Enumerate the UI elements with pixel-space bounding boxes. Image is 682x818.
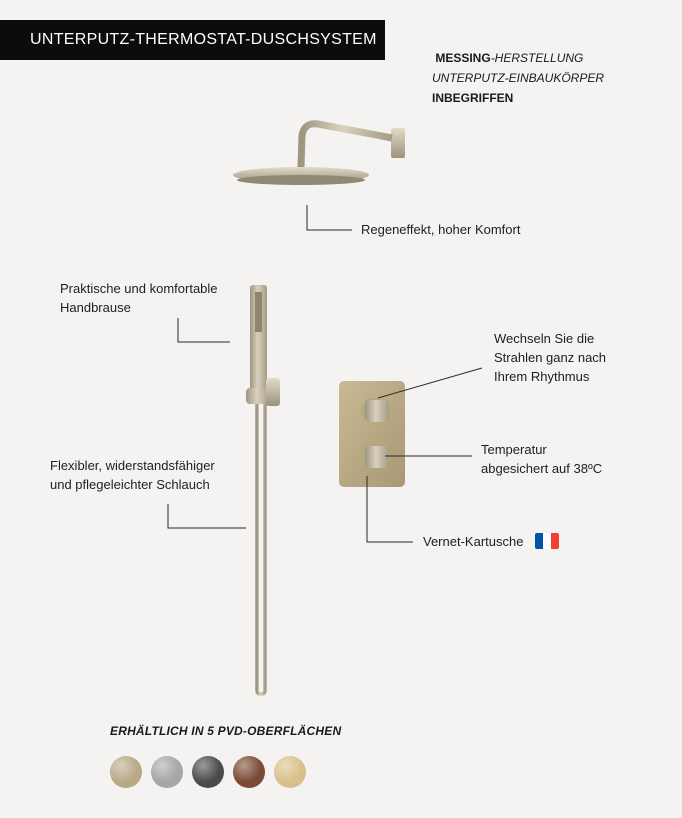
hand-shower — [246, 285, 280, 406]
feature-material-rest: -HERSTELLUNG — [490, 51, 584, 65]
temperature-label-line2: abgesichert auf 38ºC — [481, 461, 603, 476]
switch-label-line2: Strahlen ganz nach — [494, 350, 607, 365]
flag-stripe-white — [543, 533, 552, 549]
thermostat-panel — [339, 381, 405, 487]
feature-list: MESSING-HERSTELLUNG UNTERPUTZ-EINBAUKÖRP… — [432, 48, 604, 108]
switch-label-line3: Ihrem Rhythmus — [494, 369, 590, 384]
hose-label-line2: und pflegeleichter Schlauch — [50, 477, 210, 492]
swatch-champagne[interactable] — [110, 756, 142, 788]
feature-material: MESSING-HERSTELLUNG — [432, 48, 604, 68]
page-title: UNTERPUTZ-THERMOSTAT-DUSCHSYSTEM — [0, 20, 385, 60]
temperature-label-line1: Temperatur — [481, 442, 547, 457]
swatch-gold[interactable] — [274, 756, 306, 788]
shower-hose — [255, 404, 267, 696]
flag-stripe-red — [551, 533, 560, 549]
france-flag-icon — [535, 533, 560, 549]
temperature-label: Temperatur abgesichert auf 38ºC — [481, 440, 602, 478]
feature-material-bold: MESSING — [435, 51, 491, 65]
finish-swatches — [110, 756, 306, 788]
rain-leader — [306, 205, 352, 231]
swatch-graphite[interactable] — [192, 756, 224, 788]
hand-label: Praktische und komfortable Handbrause — [60, 279, 218, 317]
flag-stripe-blue — [535, 533, 544, 549]
feature-body: UNTERPUTZ-EINBAUKÖRPER — [432, 71, 605, 85]
page-title-text: UNTERPUTZ-THERMOSTAT-DUSCHSYSTEM — [30, 31, 377, 48]
shower-arm — [297, 120, 405, 169]
hose-label-line1: Flexibler, widerstandsfähiger — [50, 458, 215, 473]
switch-leader — [377, 367, 483, 399]
switch-label-line1: Wechseln Sie die — [494, 331, 595, 346]
rain-shower-head — [233, 167, 369, 185]
hand-label-line1: Praktische und komfortable — [60, 281, 218, 296]
hose-leader — [167, 504, 246, 529]
feature-included: INBEGRIFFEN — [432, 91, 514, 105]
rain-label: Regeneffekt, hoher Komfort — [361, 222, 521, 237]
hose-label: Flexibler, widerstandsfähiger und pflege… — [50, 456, 215, 494]
hand-leader — [177, 318, 230, 343]
finishes-title: ERHÄLTLICH IN 5 PVD-OBERFLÄCHEN — [110, 724, 342, 738]
hand-label-line2: Handbrause — [60, 300, 131, 315]
switch-label: Wechseln Sie die Strahlen ganz nach Ihre… — [494, 329, 606, 386]
swatch-copper[interactable] — [233, 756, 265, 788]
swatch-steel[interactable] — [151, 756, 183, 788]
cartridge-label-text: Vernet-Kartusche — [423, 534, 524, 549]
cartridge-leader — [366, 476, 413, 543]
cartridge-label: Vernet-Kartusche — [423, 532, 560, 551]
